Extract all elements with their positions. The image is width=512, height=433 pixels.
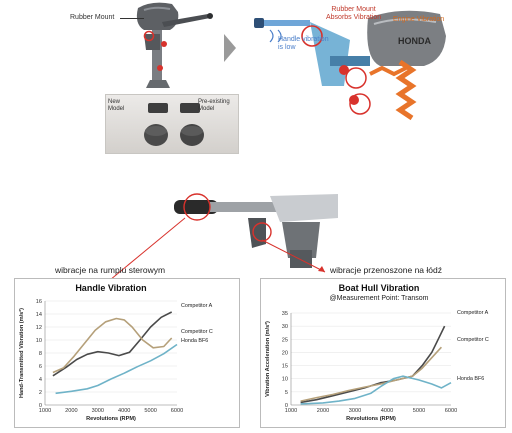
transition-arrow-icon	[224, 34, 236, 62]
rubber-mount-absorbs-label: Rubber Mount Absorbs Vibration	[326, 6, 382, 21]
y-tick-label: 14	[36, 312, 42, 318]
y-tick-label: 10	[36, 338, 42, 344]
engine-vibration-label: Engine Vibration	[393, 16, 445, 23]
brand-text: HONDA	[398, 36, 431, 46]
y-tick-label: 2	[39, 390, 42, 396]
y-tick-label: 12	[36, 325, 42, 331]
legend-entry: Competitor C	[181, 329, 213, 335]
chart-subtitle: @Measurement Point: Transom	[330, 295, 429, 302]
tiller-photo	[170, 188, 340, 268]
preexisting-model-label: Pre-existing Model	[198, 99, 230, 112]
series-line-competitor-a	[52, 311, 173, 377]
vibration-diagram: HONDA	[240, 0, 512, 130]
y-tick-label: 25	[282, 337, 288, 343]
y-axis-label: Vibration Acceleration (m/s²)	[264, 321, 271, 397]
y-tick-label: 5	[285, 390, 288, 396]
boat-hull-vibration-plot: Boat Hull Vibration @Measurement Point: T…	[264, 283, 489, 422]
x-tick-label: 1000	[39, 408, 51, 414]
x-axis-label: Revolutions (RPM)	[86, 416, 136, 422]
rubber-mount-label: Rubber Mount	[70, 14, 115, 21]
y-tick-label: 20	[282, 350, 288, 356]
x-tick-label: 6000	[171, 408, 183, 414]
y-tick-label: 16	[36, 299, 42, 305]
chart-title: Handle Vibration	[75, 283, 146, 293]
y-tick-label: 30	[282, 324, 288, 330]
legend-entry: Competitor A	[457, 310, 489, 316]
chart-title: Boat Hull Vibration	[339, 283, 420, 293]
motor-photo-left	[100, 0, 220, 90]
y-tick-label: 4	[39, 377, 42, 383]
series-line-competitor-c	[300, 346, 442, 402]
outboard-motor-illustration	[136, 2, 213, 88]
x-tick-label: 5000	[144, 408, 156, 414]
y-tick-label: 8	[39, 351, 42, 357]
series-line-competitor-c	[52, 317, 173, 374]
legend-entry: Competitor C	[457, 337, 489, 343]
boat-hull-vibration-chart: Boat Hull Vibration @Measurement Point: T…	[260, 278, 506, 428]
legend-entry: Honda BF6	[181, 338, 208, 344]
x-tick-label: 4000	[118, 408, 130, 414]
x-tick-label: 4000	[381, 408, 393, 414]
x-tick-label: 3000	[349, 408, 361, 414]
x-tick-label: 1000	[285, 408, 297, 414]
rubber-mount-samples	[144, 103, 204, 146]
left-caption: wibracje na rumplu sterowym	[55, 265, 166, 275]
legend-entry: Competitor A	[181, 303, 213, 309]
x-axis-label: Revolutions (RPM)	[346, 416, 396, 422]
x-tick-label: 2000	[317, 408, 329, 414]
y-axis-label: Hand-Transmitted Vibration (m/s²)	[18, 308, 25, 398]
y-tick-label: 0	[285, 403, 288, 409]
vibration-flow-illustration: HONDA	[254, 10, 446, 121]
handle-vibration-label: Handle vibration is low	[278, 36, 329, 51]
x-tick-label: 5000	[413, 408, 425, 414]
series-line-competitor-a	[300, 325, 446, 404]
right-caption: wibracje przenoszone na łódź	[330, 265, 442, 275]
x-tick-label: 3000	[92, 408, 104, 414]
handle-vibration-chart: Handle Vibration 0 2 4 6 8 10 12 14 16 1000 2000 300…	[14, 278, 240, 428]
series-line-honda	[55, 343, 178, 395]
y-tick-label: 6	[39, 364, 42, 370]
rubber-mount-pointer	[120, 18, 144, 19]
mount-comparison-inset	[105, 94, 239, 154]
handle-vibration-plot: Handle Vibration 0 2 4 6 8 10 12 14 16 1000 2000 300…	[18, 283, 213, 422]
tiller-handle-illustration	[174, 193, 338, 268]
y-tick-label: 0	[39, 403, 42, 409]
y-tick-label: 35	[282, 311, 288, 317]
legend-entry: Honda BF6	[457, 376, 484, 382]
x-tick-label: 6000	[445, 408, 457, 414]
series-line-honda	[300, 375, 452, 405]
y-tick-label: 15	[282, 364, 288, 370]
new-model-label: New Model	[108, 99, 125, 112]
y-tick-label: 10	[282, 377, 288, 383]
x-tick-label: 2000	[65, 408, 77, 414]
